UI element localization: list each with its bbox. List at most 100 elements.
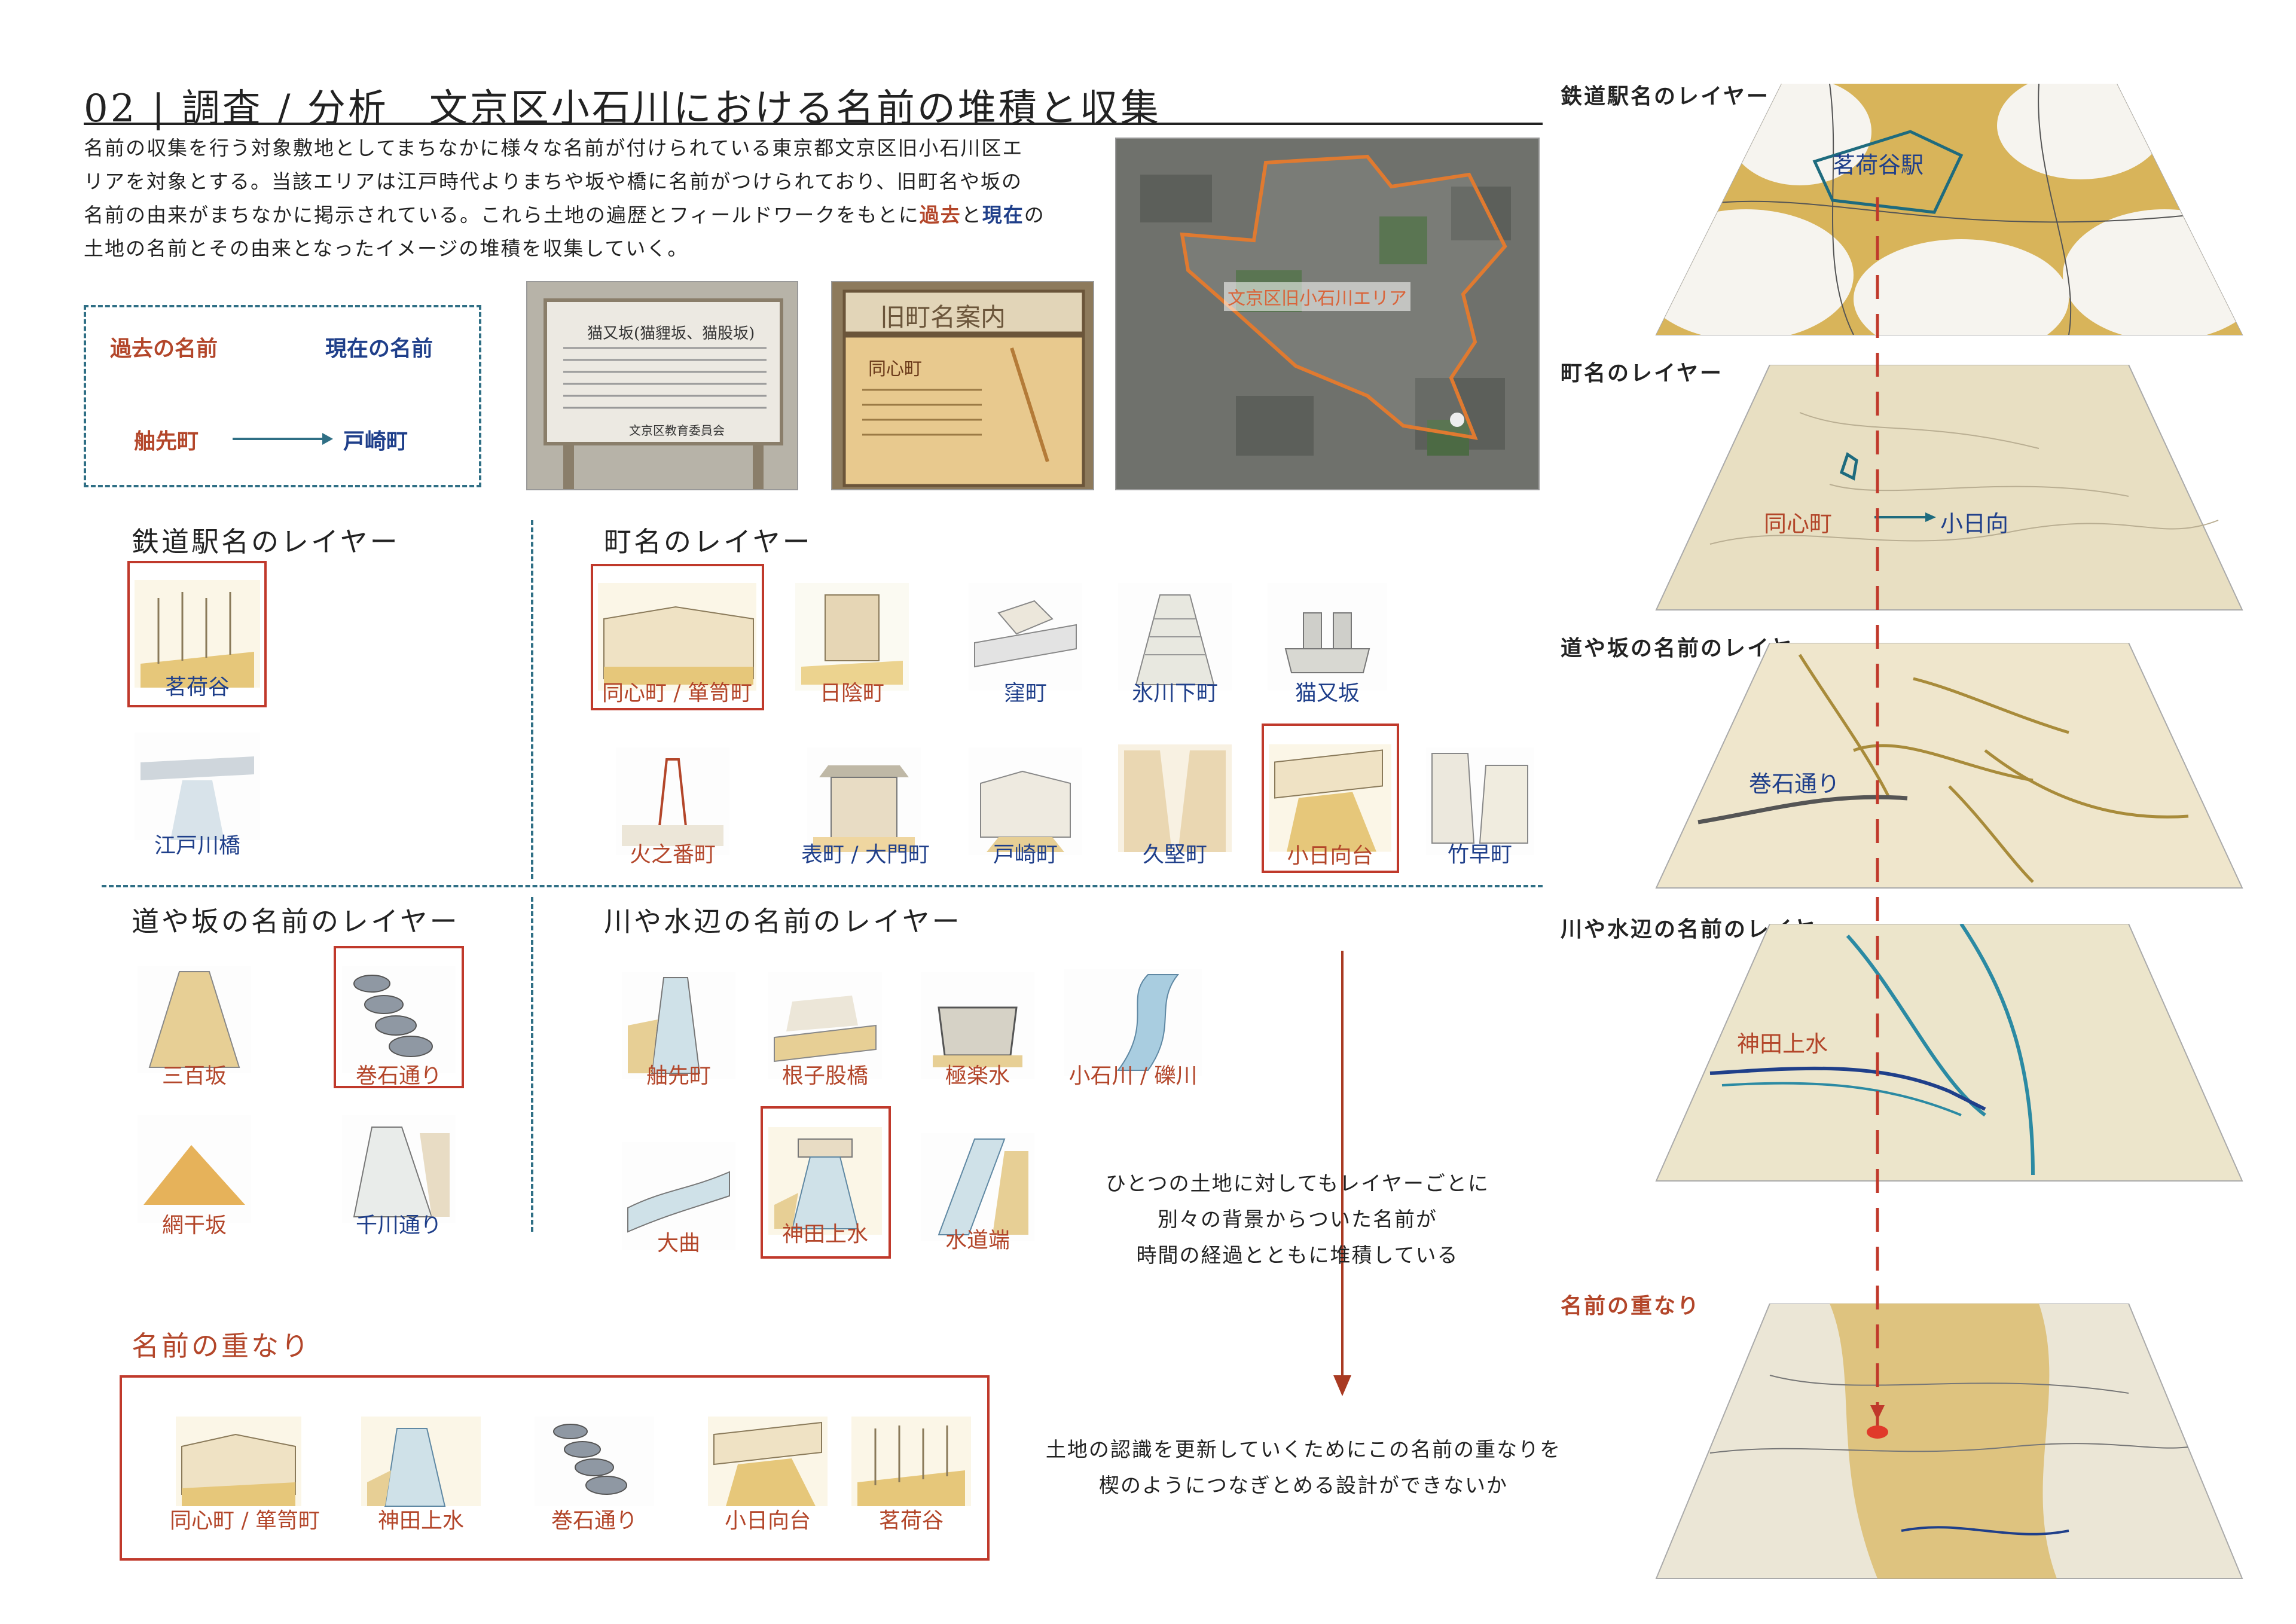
note-accumulation: ひとつの土地に対してもレイヤーごとに 別々の背景からついた名前が 時間の経過とと… bbox=[1088, 1166, 1507, 1274]
sketch-item: 火之番町 bbox=[610, 729, 735, 873]
sketch-item: 小日向台 bbox=[1263, 725, 1397, 871]
present-highlight: 現在 bbox=[982, 203, 1024, 227]
sign-illustration bbox=[832, 282, 1093, 489]
sketch-item: 大曲 bbox=[616, 1127, 741, 1265]
sketch-slope-gold bbox=[138, 1115, 251, 1223]
item-label: 江戸川橋 bbox=[154, 834, 240, 858]
sign-photo-nekomata: 猫又坂(猫貍坂、猫股坂) 文京区教育委員会 bbox=[526, 281, 798, 490]
sketch-stones bbox=[535, 1417, 654, 1506]
highlight-frame bbox=[591, 564, 764, 710]
river-layer-plane bbox=[1655, 924, 2243, 1182]
sketch-item: 巻石通り bbox=[529, 1396, 660, 1545]
sketch-temple-gate bbox=[807, 747, 921, 855]
sketch-item: 巻石通り bbox=[336, 951, 462, 1088]
sketch-item: 茗荷谷 bbox=[845, 1396, 977, 1545]
arrow-right-icon bbox=[233, 433, 333, 445]
sketch-well bbox=[921, 972, 1034, 1079]
sign-heading: 旧町名案内 bbox=[880, 303, 1006, 332]
item-label: 竹早町 bbox=[1447, 842, 1512, 867]
town-layer-title: 町名のレイヤー bbox=[604, 526, 813, 558]
sketch-item: 水道端 bbox=[915, 1118, 1040, 1256]
station-layer-plane bbox=[1655, 84, 2243, 335]
item-label: 表町 / 大門町 bbox=[801, 842, 930, 867]
river-layer-title: 川や水辺の名前のレイヤー bbox=[604, 905, 962, 938]
intro-line: 名前の収集を行う対象敷地としてまちなかに様々な名前が付けられている東京都文京区旧… bbox=[84, 136, 1024, 160]
item-label: 神田上水 bbox=[781, 1222, 868, 1247]
right-town-title: 町名のレイヤー bbox=[1561, 361, 1723, 386]
sign-illustration bbox=[527, 282, 797, 489]
item-label: 小日向台 bbox=[1287, 844, 1373, 868]
overlap-box: 同心町 / 箪笥町 神田上水 巻石通り 小日向台 bbox=[120, 1375, 990, 1561]
sketch-bend bbox=[622, 1142, 735, 1250]
town-label-to: 小日向 bbox=[1940, 511, 2009, 537]
sketch-item: 同心町 / 箪笥町 bbox=[592, 565, 762, 709]
legend-present-label: 現在の名前 bbox=[325, 336, 433, 361]
item-label: 舳先町 bbox=[646, 1064, 711, 1088]
intro-line: 土地の名前とその由来となったイメージの堆積を収集していく。 bbox=[84, 237, 689, 260]
vertical-divider bbox=[531, 897, 533, 1232]
sketch-stairs bbox=[1118, 583, 1232, 691]
note-line: 楔のようにつなぎとめる設計ができないか bbox=[1099, 1474, 1508, 1498]
item-label: 久堅町 bbox=[1142, 842, 1207, 867]
sign-footer: 文京区教育委員会 bbox=[629, 423, 725, 438]
road-label: 巻石通り bbox=[1749, 771, 1840, 797]
past-highlight: 過去 bbox=[919, 203, 961, 227]
item-label: 同心町 / 箪笥町 bbox=[170, 1509, 320, 1533]
item-label: 網干坂 bbox=[161, 1213, 227, 1238]
item-label: 三百坂 bbox=[161, 1064, 227, 1088]
town-layer-plane bbox=[1655, 365, 2243, 610]
intro-line: 名前の由来がまちなかに掲示されている。これら土地の遍歴とフィールドワークをもとに… bbox=[84, 199, 1088, 232]
legend-example-past: 舳先町 bbox=[134, 429, 199, 454]
sketch-item: 小日向台 bbox=[702, 1396, 833, 1545]
sketch-stones bbox=[342, 966, 456, 1073]
sketch-item: 根子股橋 bbox=[762, 957, 888, 1094]
right-overlap-title: 名前の重なり bbox=[1561, 1293, 1701, 1318]
station-layer-title: 鉄道駅名のレイヤー bbox=[132, 526, 400, 558]
sketch-firetower bbox=[616, 747, 729, 855]
sketch-item: 猫又坂 bbox=[1262, 565, 1393, 709]
item-label: 小日向台 bbox=[724, 1509, 811, 1533]
title-divider bbox=[84, 123, 1543, 125]
item-label: 千川通り bbox=[355, 1213, 442, 1238]
sketch-waterway bbox=[361, 1417, 481, 1507]
item-label: 大曲 bbox=[657, 1231, 700, 1256]
note-line: 別々の背景からついた名前が bbox=[1158, 1208, 1437, 1232]
item-label: 水道端 bbox=[945, 1228, 1010, 1253]
road-layer-plane bbox=[1655, 643, 2243, 889]
highlight-frame bbox=[127, 561, 267, 707]
sketch-item: 神田上水 bbox=[355, 1396, 487, 1545]
legend-box: 過去の名前 現在の名前 舳先町 戸崎町 bbox=[84, 305, 481, 487]
item-label: 小石川 / 礫川 bbox=[1068, 1064, 1198, 1088]
road-layer-title: 道や坂の名前のレイヤー bbox=[132, 905, 460, 938]
sketch-item: 久堅町 bbox=[1112, 724, 1238, 873]
river-label: 神田上水 bbox=[1737, 1031, 1828, 1057]
sketch-item: 小石川 / 礫川 bbox=[1058, 951, 1208, 1094]
note-line: ひとつの土地に対してもレイヤーごとに bbox=[1106, 1172, 1489, 1196]
sketch-alley bbox=[1118, 744, 1232, 852]
layer-connector-dashed bbox=[1867, 197, 1888, 1439]
intro-text-part: 名前の由来がまちなかに掲示されている。これら土地の遍歴とフィールドワークをもとに bbox=[84, 203, 920, 227]
intro-text-part: と bbox=[961, 203, 982, 227]
town-label-from: 同心町 bbox=[1764, 511, 1833, 537]
item-label: 火之番町 bbox=[629, 842, 716, 867]
sketch-houses bbox=[598, 583, 756, 691]
vertical-divider bbox=[531, 520, 533, 879]
sketch-item: 江戸川橋 bbox=[129, 715, 266, 858]
item-label: 同心町 / 箪笥町 bbox=[602, 681, 753, 706]
sketch-bridge-small bbox=[768, 972, 882, 1079]
sketch-river bbox=[1064, 969, 1202, 1076]
sketch-street bbox=[969, 583, 1082, 691]
sketch-bridge bbox=[135, 732, 260, 840]
station-label: 茗荷谷駅 bbox=[1833, 152, 1924, 178]
sketch-riverside bbox=[921, 1133, 1034, 1241]
item-label: 巻石通り bbox=[355, 1064, 442, 1088]
sketch-item: 戸崎町 bbox=[963, 729, 1088, 873]
sketch-waterway bbox=[768, 1127, 882, 1235]
sketch-slope-street bbox=[1269, 744, 1391, 852]
sketch-lane bbox=[969, 747, 1082, 855]
map-illustration bbox=[1116, 139, 1538, 489]
sketch-gate bbox=[795, 583, 909, 691]
sketch-item: 同心町 / 箪笥町 bbox=[170, 1396, 320, 1545]
sketch-steps bbox=[342, 1115, 456, 1223]
highlight-frame bbox=[334, 946, 464, 1088]
